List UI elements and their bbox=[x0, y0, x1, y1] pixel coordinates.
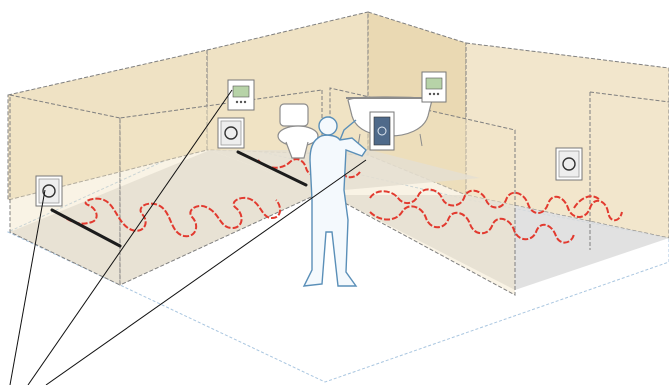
thermostat-display-bathroom-wall bbox=[228, 80, 254, 110]
thermostat-dial-right-room bbox=[556, 148, 582, 180]
thermostat-dial-bathroom bbox=[218, 118, 244, 148]
thermostat-display-back-wall bbox=[422, 72, 446, 102]
thermostat-dial-left-room bbox=[36, 176, 62, 206]
thermostat-touch-bathroom bbox=[370, 112, 394, 150]
